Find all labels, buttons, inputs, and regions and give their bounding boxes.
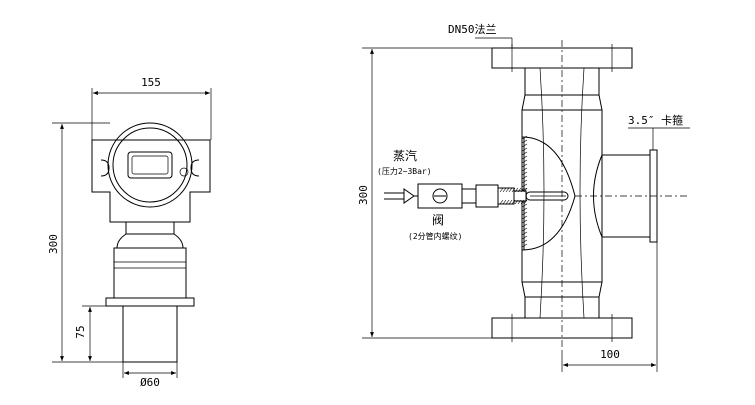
hatch-line bbox=[505, 187, 510, 193]
hatch-line bbox=[521, 163, 528, 168]
internal-baffle bbox=[521, 135, 576, 251]
dim-offset-100: 100 bbox=[561, 242, 658, 372]
valve: 阀 (2分管内螺纹) bbox=[408, 183, 476, 241]
steam-label: 蒸汽 bbox=[393, 148, 417, 163]
dim-height-label-right: 300 bbox=[357, 185, 370, 205]
dim-height-300-left: 300 bbox=[47, 122, 123, 363]
hatch-line bbox=[521, 171, 528, 176]
hatch-line bbox=[521, 135, 528, 140]
hatch-line bbox=[499, 187, 504, 193]
dim-diameter-60: Ø60 bbox=[122, 362, 178, 389]
thread-label: (2分管内螺纹) bbox=[408, 231, 462, 241]
probe-tube bbox=[122, 305, 178, 363]
hatch-line bbox=[521, 167, 528, 172]
pressure-label: (压力2~3Bar) bbox=[377, 166, 432, 176]
transmitter-view: 155 bbox=[47, 76, 212, 389]
dim-diameter-label: Ø60 bbox=[140, 376, 160, 389]
flow-body-view: DN50法兰 3.5″ 卡箍 bbox=[357, 22, 690, 372]
hatch-line bbox=[521, 211, 528, 216]
hatch-line bbox=[521, 179, 528, 184]
hatch-line bbox=[523, 187, 528, 193]
dim-width-155: 155 bbox=[91, 76, 212, 140]
hatch-line bbox=[517, 187, 522, 193]
steam-probe bbox=[475, 184, 569, 208]
hatch-line bbox=[521, 235, 528, 240]
hatch-line bbox=[521, 219, 528, 224]
hatch-line bbox=[502, 199, 507, 205]
hatch-line bbox=[521, 207, 528, 212]
hatch-line bbox=[520, 199, 525, 205]
hatch-line bbox=[511, 199, 516, 205]
hatch-line bbox=[521, 147, 528, 152]
flange-label: DN50法兰 bbox=[448, 22, 497, 36]
transmitter-head bbox=[91, 122, 211, 223]
hatch-line bbox=[520, 187, 525, 193]
hatch-line bbox=[521, 239, 528, 244]
hatch-line bbox=[505, 199, 510, 205]
hatch-line bbox=[521, 155, 528, 160]
hatch-line bbox=[521, 151, 528, 156]
hatch-line bbox=[514, 199, 519, 205]
top-flange: DN50法兰 bbox=[448, 22, 633, 72]
hatch-line bbox=[508, 199, 513, 205]
dim-75: 75 bbox=[74, 305, 123, 361]
hatch-line bbox=[521, 143, 528, 148]
dim-75-label: 75 bbox=[74, 325, 87, 338]
pipe-body bbox=[521, 40, 603, 350]
hatch-line bbox=[521, 159, 528, 164]
dim-height-label-left: 300 bbox=[47, 234, 60, 254]
dim-offset-label: 100 bbox=[600, 348, 620, 361]
dim-width-label: 155 bbox=[141, 76, 161, 89]
hatch-line bbox=[514, 187, 519, 193]
hatch-line bbox=[521, 215, 528, 220]
hatch-line bbox=[521, 243, 528, 248]
hatch-line bbox=[511, 187, 516, 193]
side-outlet: 3.5″ 卡箍 bbox=[575, 113, 690, 243]
hatch-line bbox=[499, 199, 504, 205]
hatch-line bbox=[508, 187, 513, 193]
dim-height-300-right: 300 bbox=[357, 47, 492, 339]
steam-inlet: 蒸汽 (压力2~3Bar) bbox=[377, 148, 432, 204]
hatch-line bbox=[521, 139, 528, 144]
hatch-line bbox=[521, 223, 528, 228]
hatch-line bbox=[521, 231, 528, 236]
valve-label: 阀 bbox=[432, 213, 444, 227]
hatch-line bbox=[523, 199, 528, 205]
bottom-flange bbox=[491, 314, 633, 342]
hatch-line bbox=[521, 175, 528, 180]
clamp-label: 3.5″ 卡箍 bbox=[628, 113, 683, 127]
hatch-line bbox=[517, 199, 522, 205]
hatch-line bbox=[521, 227, 528, 232]
hatch-line bbox=[521, 203, 528, 208]
valve-handle-icon bbox=[432, 188, 448, 204]
display-window bbox=[127, 151, 173, 179]
hatch-line bbox=[502, 187, 507, 193]
hatch-line bbox=[521, 183, 528, 188]
transmitter-neck bbox=[105, 221, 195, 363]
